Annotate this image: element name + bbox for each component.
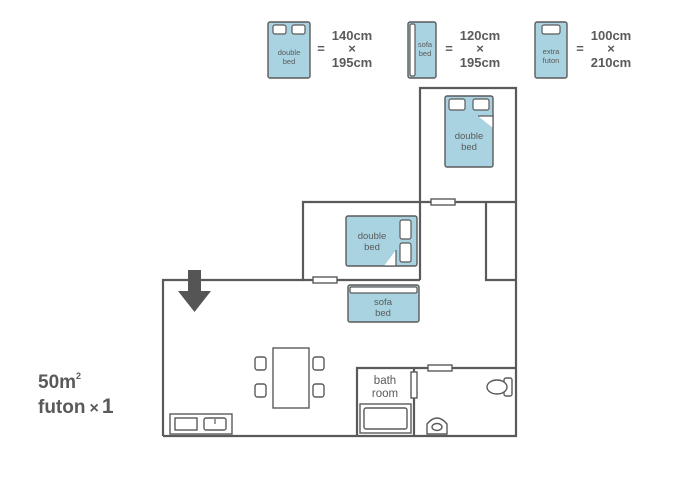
legend-length: 210cm [591,55,631,70]
pillow-icon [272,24,287,35]
bathroom-label: bath [374,375,396,387]
area-value: 50 [38,372,59,393]
legend-label: extra [543,47,561,56]
legend-times: × [607,41,615,56]
bed-label: double [455,131,484,142]
legend-sofa-bed: sofa bed = 120cm × 195cm [407,21,500,79]
svg-text:futon×1: futon×1 [38,395,114,418]
entrance-arrow-icon [178,270,211,312]
sofa-label: sofa [374,297,393,308]
legend-length: 195cm [460,55,500,70]
dining-table [272,347,310,409]
legend-label: futon [543,56,560,65]
double-bed-middle: double bed [345,215,418,267]
summary: 50m2 futon×1 [38,371,114,418]
legend-extra-futon: extra futon = 100cm × 210cm [534,21,631,79]
sliding-door [312,276,338,284]
sofa-label: bed [375,308,391,319]
sliding-door [427,364,453,372]
chair-icon [312,383,325,398]
bed-label: double [358,231,387,242]
legend-label: double [278,48,301,57]
futon-label: futon [38,397,85,418]
chair-icon [254,356,267,371]
area-superscript: 2 [76,371,81,381]
dining-set [254,347,325,409]
bathroom: bath room [359,375,412,434]
futon-icon [534,21,568,79]
legend-equals: = [576,41,584,56]
bathroom-door [410,371,418,399]
sliding-door [430,198,456,206]
pillow-icon [472,98,490,111]
double-bed-icon [345,215,418,267]
legend-times: × [348,41,356,56]
pillow-icon [448,98,466,111]
sofa-back-icon [409,23,416,77]
blanket-fold-icon [384,250,397,267]
blanket-fold-icon [478,115,494,128]
legend-label: bed [419,49,432,58]
pillow-icon [399,219,412,240]
svg-text:50m2: 50m2 [38,371,81,393]
double-bed-icon [267,21,311,79]
legend-width: 120cm [460,28,500,43]
legend-width: 100cm [591,28,631,43]
sofa-bed: sofa bed [347,284,420,323]
bathtub-inner [363,407,408,430]
stove-icon [174,417,198,431]
legend-label: bed [283,57,296,66]
legend-width: 140cm [332,28,372,43]
sofa-bed-icon [347,284,420,323]
legend-equals: = [445,41,453,56]
double-bed-icon [444,95,494,168]
washbasin-icon [426,417,448,435]
legend-equals: = [317,41,325,56]
legend-label: sofa [418,40,433,49]
bathroom-label: room [372,388,398,400]
futon-count: 1 [102,395,114,418]
legend-length: 195cm [332,55,372,70]
bed-label: bed [364,242,380,253]
area-unit: m [59,372,76,393]
chair-icon [254,383,267,398]
futon-times: × [89,400,98,417]
pillow-icon [291,24,306,35]
pillow-icon [541,24,561,35]
legend-double-bed: double bed = 140cm × 195cm [267,21,372,79]
bed-label: bed [461,142,477,153]
toilet-icon [486,377,513,397]
kitchen-counter [169,413,233,435]
chair-icon [312,356,325,371]
sofa-back-icon [349,286,418,294]
legend-times: × [476,41,484,56]
double-bed-top: double bed [444,95,494,168]
pillow-icon [399,242,412,263]
